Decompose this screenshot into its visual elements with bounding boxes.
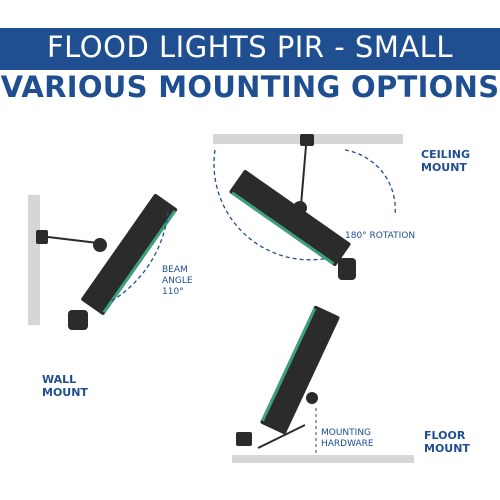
floor-flood-light <box>260 305 340 435</box>
floor-hinge <box>306 392 318 404</box>
floor-mount-label: FLOOR MOUNT <box>424 429 470 455</box>
rotation-label: 180° ROTATION <box>345 231 416 241</box>
wall-arm <box>47 236 99 244</box>
beam-arc <box>109 211 169 303</box>
floor-bracket <box>236 432 252 446</box>
ceiling-flood-light <box>229 170 351 266</box>
beam-angle-label: BEAM ANGLE 110° <box>162 265 193 297</box>
wall-bracket <box>36 230 48 244</box>
ceiling-sensor <box>338 258 356 280</box>
wall-sensor <box>68 310 88 330</box>
title-banner <box>0 28 500 70</box>
ceiling-arm <box>300 145 307 206</box>
page-subtitle: VARIOUS MOUNTING OPTIONS <box>0 70 500 104</box>
wall-hinge <box>93 238 107 252</box>
mounting-hardware-label: MOUNTING HARDWARE <box>321 428 374 449</box>
floor-surface <box>232 455 414 463</box>
floor-arm <box>257 424 306 449</box>
page-title: FLOOD LIGHTS PIR - SMALL <box>46 30 453 64</box>
rotation-arc-right <box>344 149 396 216</box>
wall-surface <box>28 195 40 325</box>
wall-flood-light <box>81 193 178 315</box>
ceiling-bracket <box>300 134 314 146</box>
ceiling-hinge <box>293 201 307 215</box>
ceiling-mount-label: CEILING MOUNT <box>421 148 471 174</box>
wall-mount-label: WALL MOUNT <box>42 373 88 399</box>
